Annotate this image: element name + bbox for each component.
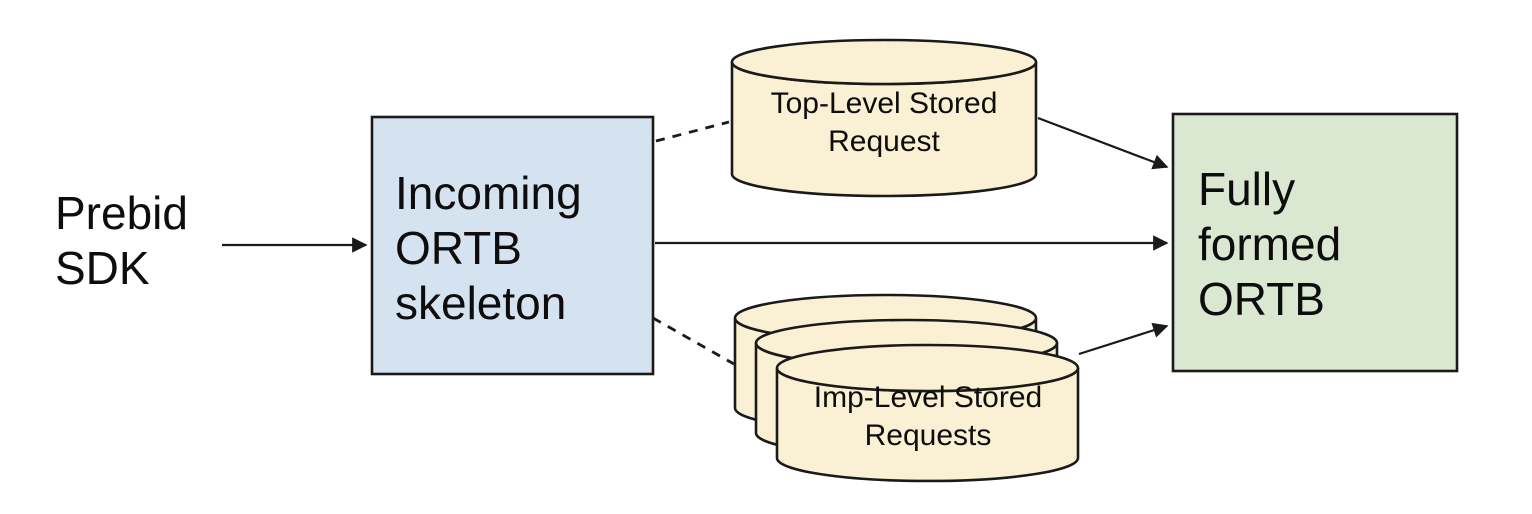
top-level-stored-request-label: Top-Level Stored Request — [770, 87, 998, 158]
arrow-imp-stored-to-fully-formed — [1078, 322, 1169, 356]
incoming-ortb-skeleton-node — [370, 115, 655, 376]
cylinder-top — [730, 38, 1038, 86]
dashed-connector-incoming-to-top-stored — [655, 120, 730, 143]
dashed-connector-incoming-to-imp-stored — [652, 316, 735, 366]
incoming-ortb-skeleton-label: Incoming ORTB skeleton — [395, 167, 582, 329]
cylinder-top — [775, 343, 1080, 393]
top-level-stored-request-cylinder — [730, 38, 1038, 198]
arrow-top-stored-to-fully-formed — [1037, 116, 1169, 170]
prebid-sdk-label: Prebid SDK — [55, 187, 188, 294]
fully-formed-ortb-label: Fully formed ORTB — [1198, 163, 1342, 325]
imp-level-stored-requests-cylinder-stack — [733, 293, 1080, 483]
fully-formed-ortb-node — [1171, 112, 1459, 373]
imp-level-stored-requests-label: Imp-Level Stored Requests — [813, 381, 1043, 452]
